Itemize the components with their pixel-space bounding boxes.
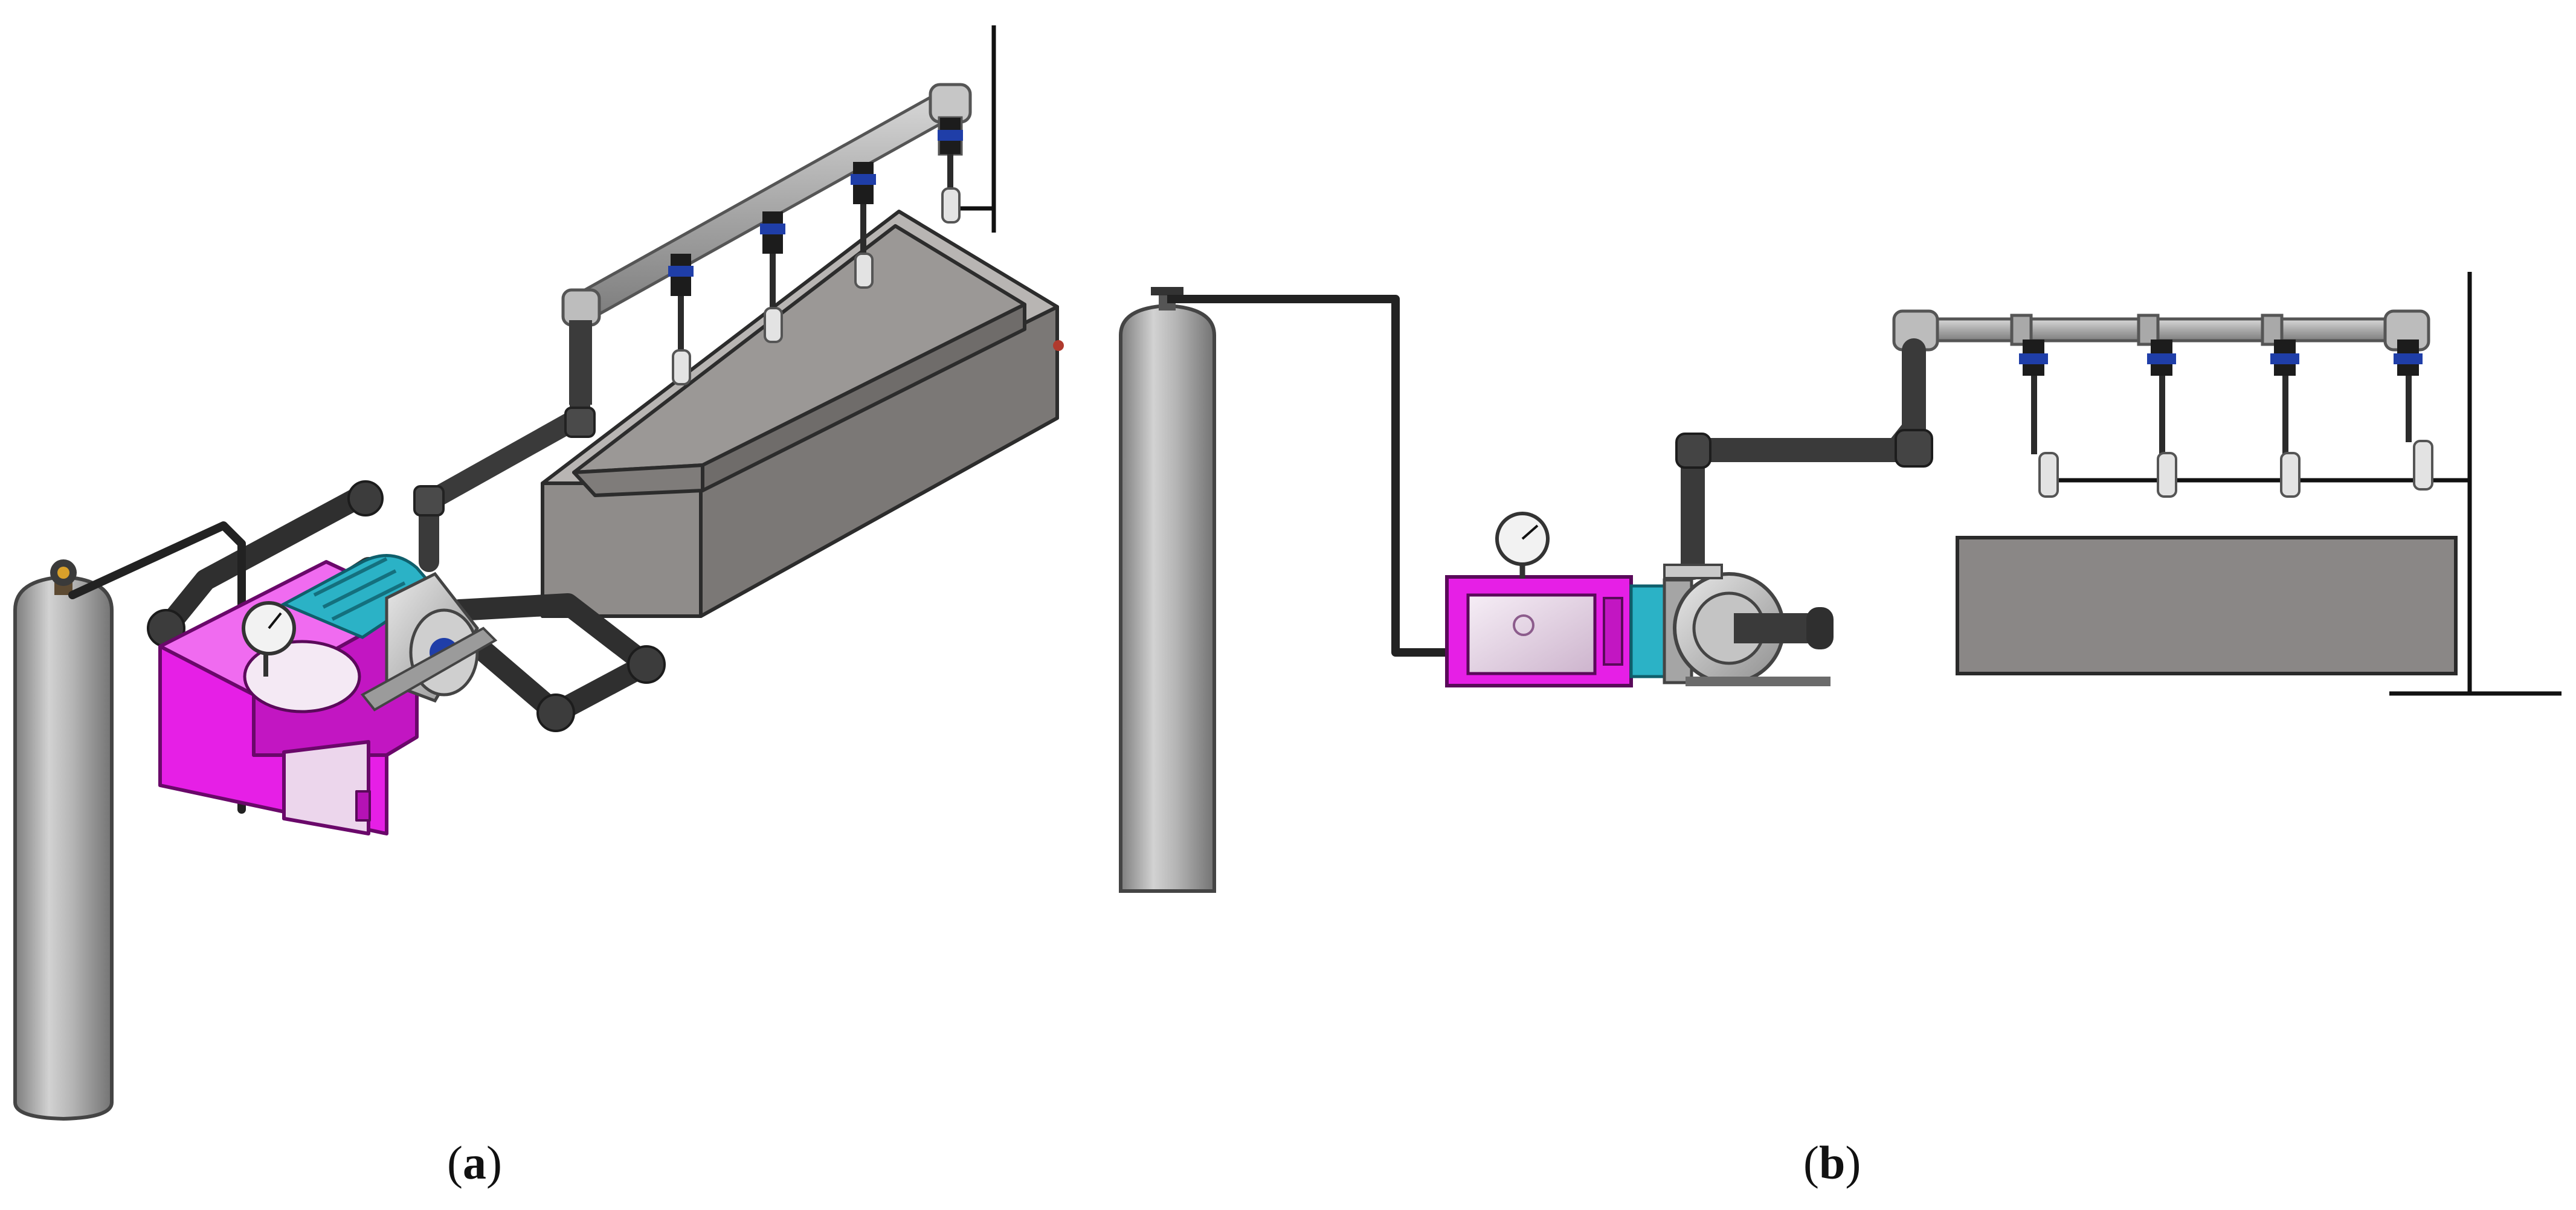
nozzle-b-2	[2147, 340, 2177, 498]
panel-a-caption: (a)	[447, 1136, 502, 1189]
pump-inlet-pipe-b	[1734, 607, 1834, 649]
gas-cylinder-b	[1119, 287, 1216, 893]
nozzle-b-3	[2270, 340, 2301, 498]
supply-pipe-b	[1681, 338, 1926, 580]
pressure-gauge-b	[1495, 512, 1550, 579]
panel-b-label: b	[1818, 1136, 1846, 1189]
supply-elbows-b	[1675, 429, 1933, 469]
pipe-fittings-a	[413, 407, 596, 517]
pump-motor-a	[280, 554, 498, 712]
wall-frame-b	[2051, 272, 2562, 696]
panel-b-front-view	[1119, 272, 2562, 893]
nozzle-a-4	[938, 118, 963, 224]
gas-cylinder-a	[13, 559, 114, 1121]
water-tank-b	[1956, 536, 2458, 675]
gas-chamber-b	[1445, 575, 1633, 687]
pressure-gauge-a	[242, 601, 296, 677]
panel-a-label: a	[462, 1136, 486, 1189]
header-drop-pipe-a	[569, 320, 592, 405]
pump-b	[1629, 564, 1834, 686]
panel-b-caption: (b)	[1803, 1136, 1861, 1189]
nozzle-a-2	[760, 211, 785, 343]
pvc-header-b	[1892, 309, 2430, 352]
nozzle-a-1	[668, 254, 694, 385]
tank-drain-fitting	[1053, 340, 1064, 351]
water-tank-a	[541, 210, 1059, 618]
nozzle-b-4	[2394, 340, 2433, 491]
nozzle-a-3	[851, 162, 876, 289]
nozzle-b-1	[2019, 340, 2059, 498]
gas-line-b	[1167, 295, 1447, 657]
panel-a-isometric-view	[13, 25, 1064, 1121]
